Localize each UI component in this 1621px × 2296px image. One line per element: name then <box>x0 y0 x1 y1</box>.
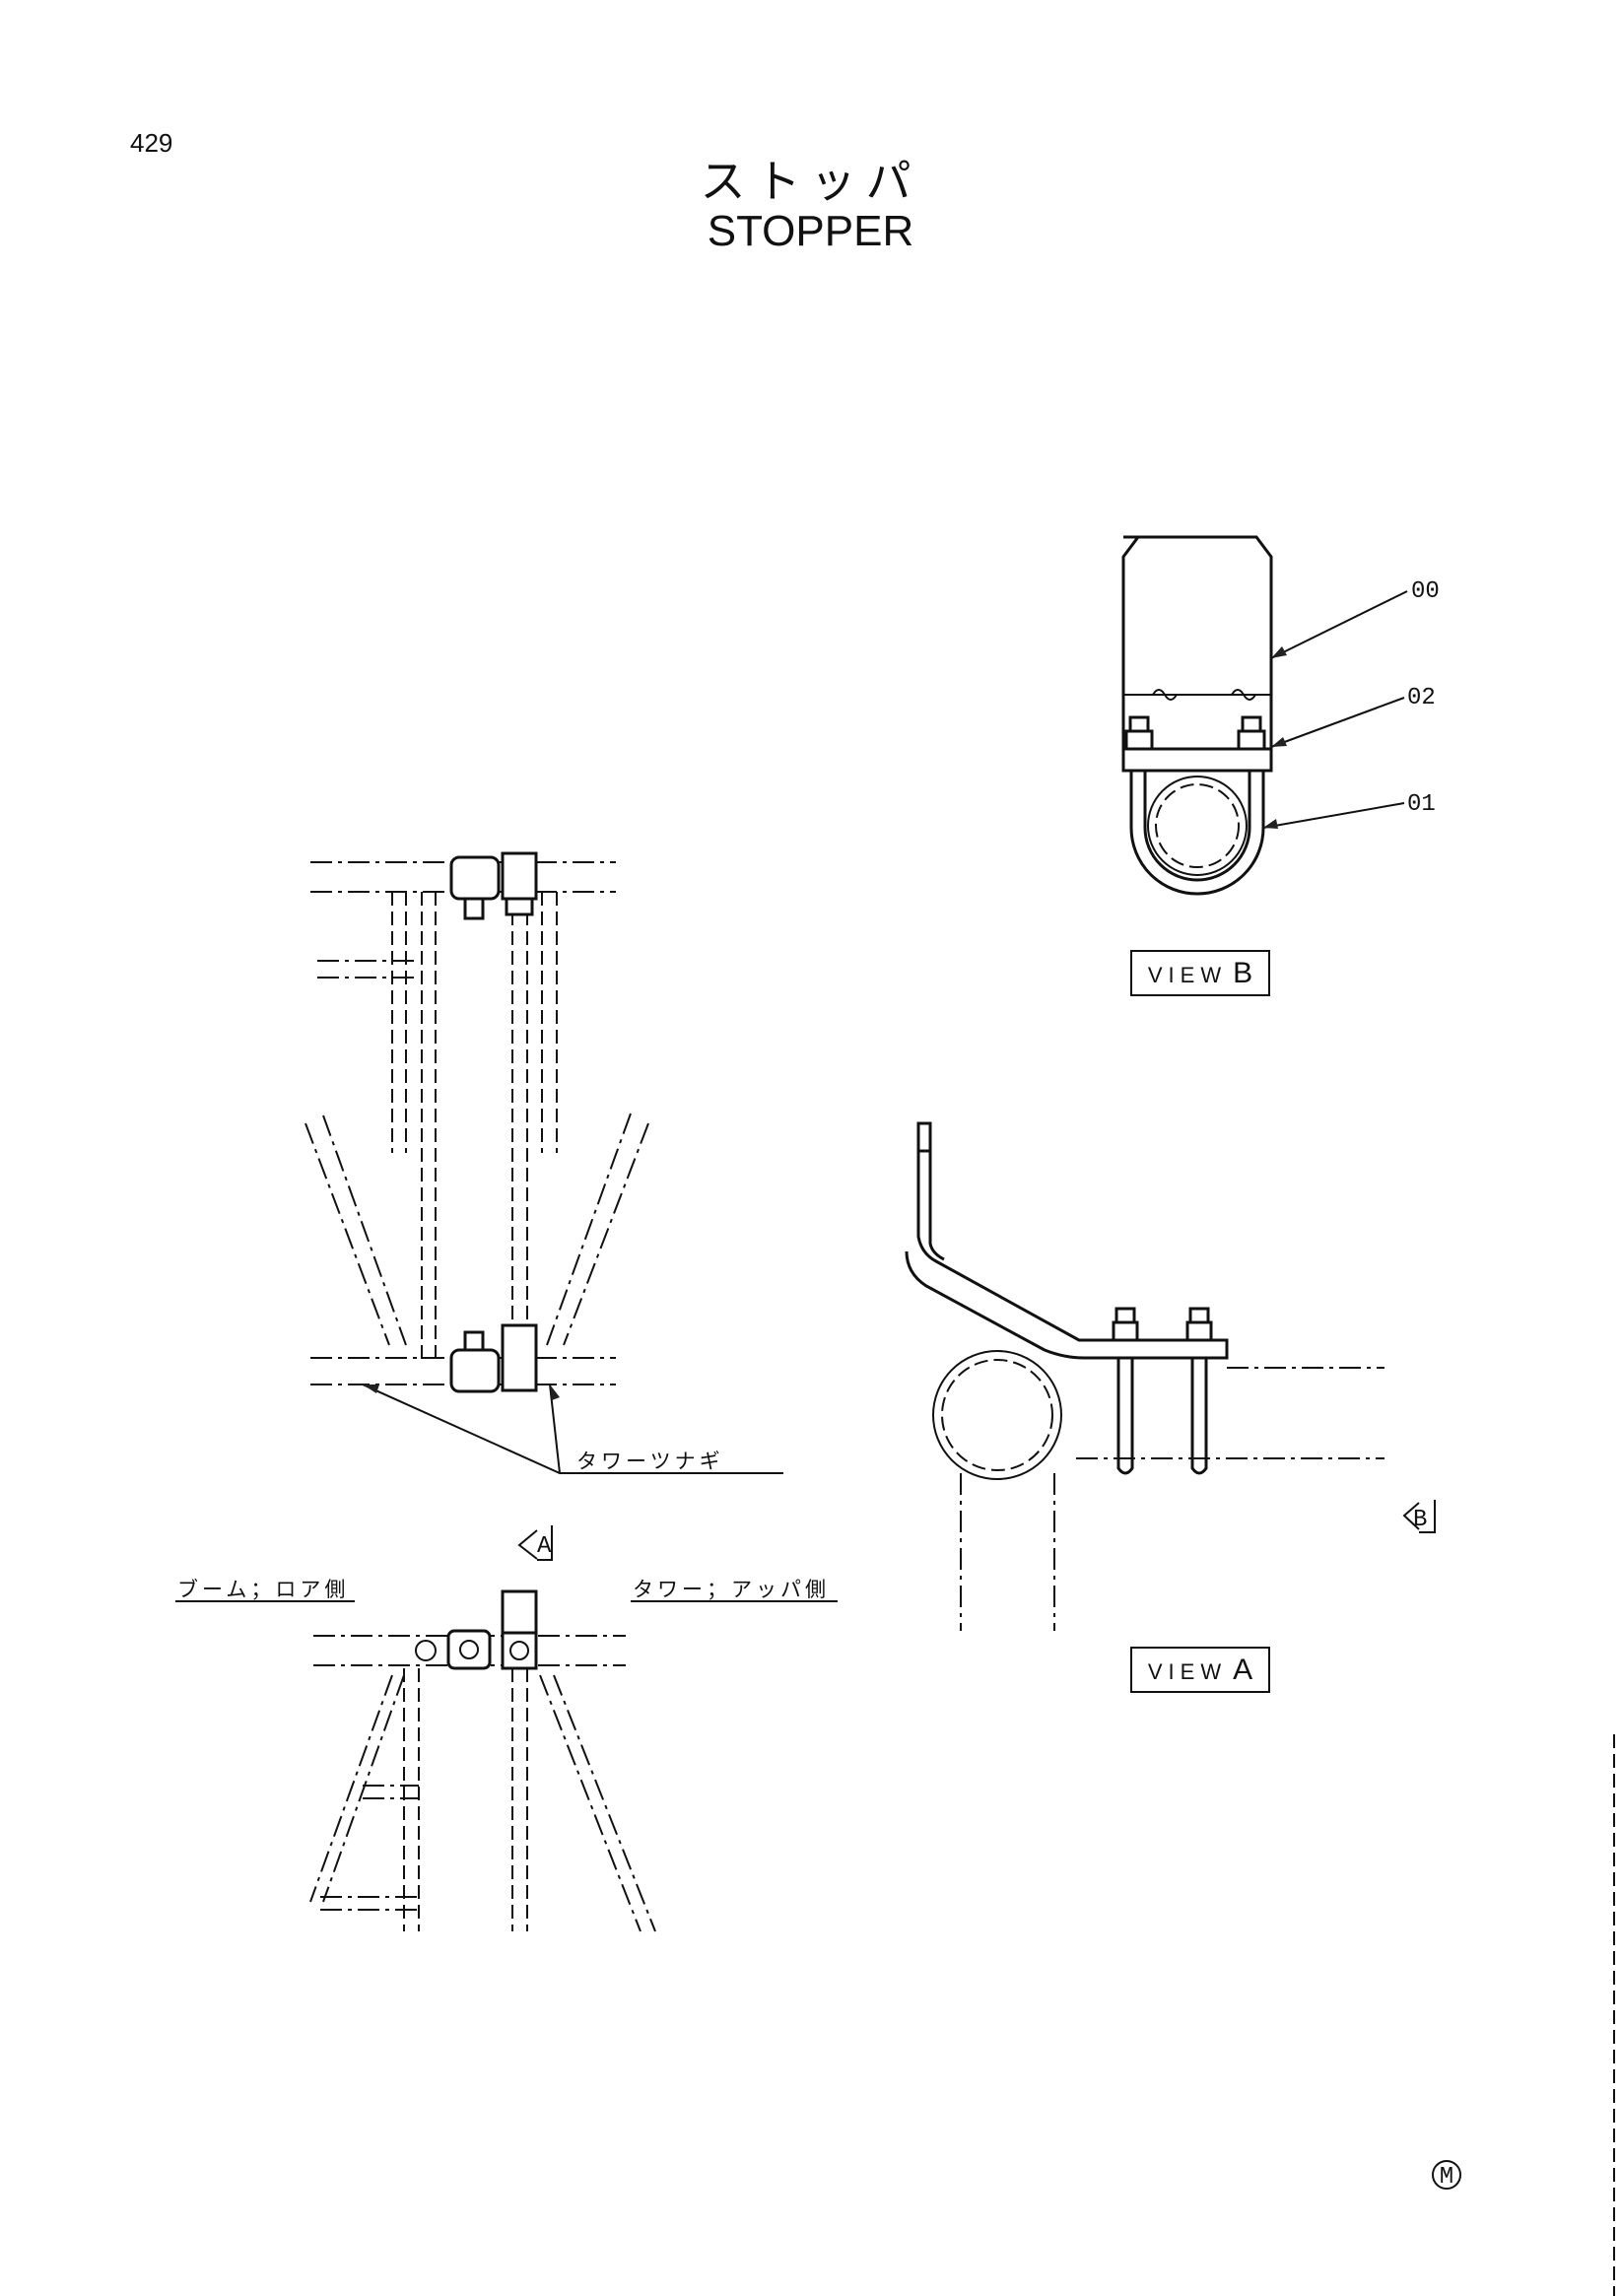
page-number: 429 <box>130 128 173 158</box>
callout-01: 01 <box>1407 791 1436 818</box>
label-boom-lower-side: ブーム；ロア側 <box>177 1578 349 1601</box>
view-marker-b: B <box>1413 1507 1427 1533</box>
circled-m-letter: M <box>1440 2164 1453 2191</box>
page-title-japanese: ストッパ <box>700 155 921 208</box>
callout-00: 00 <box>1411 578 1440 605</box>
label-tower-tie: タワーツナギ <box>576 1450 724 1473</box>
page-title-english: STOPPER <box>707 207 914 255</box>
view-a-label-box <box>1130 1647 1270 1693</box>
tower-side-view <box>175 851 838 1932</box>
view-b-label-box <box>1130 950 1270 996</box>
view-b-detail <box>1121 535 1408 896</box>
view-a-detail <box>905 1121 1436 1631</box>
circled-m-symbol <box>1432 2160 1461 2190</box>
callout-02: 02 <box>1407 685 1436 711</box>
label-tower-upper-side: タワー；アッパ側 <box>633 1578 830 1601</box>
view-marker-a: A <box>537 1533 552 1560</box>
